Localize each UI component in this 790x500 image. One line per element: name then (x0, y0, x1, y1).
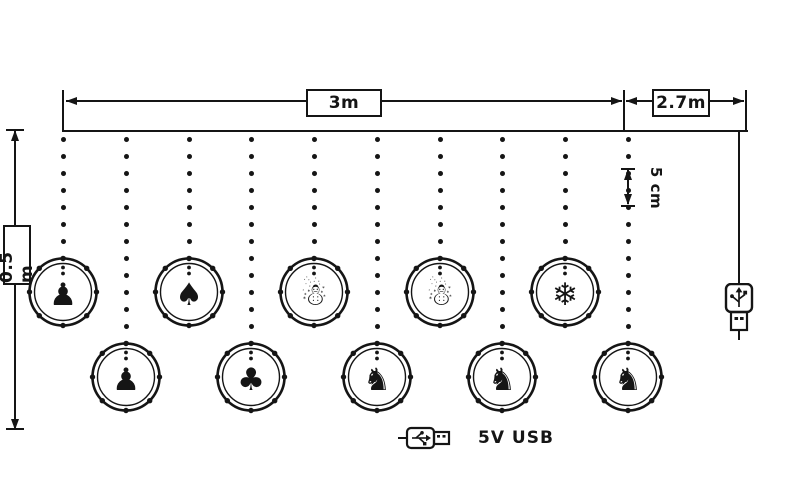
usb-plug (724, 283, 754, 340)
ornament-snowflake: ❄ (527, 254, 603, 330)
ornament-santa: ♟ (25, 254, 101, 330)
led-strand (375, 131, 380, 343)
top-wire (63, 130, 748, 132)
rocking-horse-icon: ♞ (488, 362, 516, 398)
led-strand (500, 131, 505, 343)
ornament-tree: ♣ (213, 339, 289, 415)
led-strand (312, 131, 317, 258)
usb-trident-icon (412, 431, 431, 446)
ornament-tree: ♠ (151, 254, 227, 330)
tree-icon: ♠ (175, 277, 203, 313)
ornament-rocking-horse: ♞ (339, 339, 415, 415)
snowman-icon: ☃ (300, 276, 328, 313)
led-strand (563, 131, 568, 258)
usb-connector-icon (398, 426, 451, 450)
spacing-dimension-label: 5 cm (647, 166, 665, 210)
led-strand (249, 131, 254, 343)
led-strand (626, 131, 631, 343)
led-strand (61, 131, 66, 258)
extension-line-left (62, 90, 64, 132)
tree-icon: ♣ (237, 362, 265, 398)
snowman-icon: ☃ (426, 276, 454, 313)
ornament-rocking-horse: ♞ (590, 339, 666, 415)
ornament-snowman: ☃ (276, 254, 352, 330)
rocking-horse-icon: ♞ (363, 362, 391, 398)
snowflake-icon: ❄ (552, 277, 578, 313)
led-strand (187, 131, 192, 258)
santa-icon: ♟ (112, 362, 140, 398)
power-label: 5V USB (478, 428, 554, 448)
ornament-santa: ♟ (88, 339, 164, 415)
lead-cable (738, 131, 740, 283)
rocking-horse-icon: ♞ (614, 362, 642, 398)
santa-icon: ♟ (49, 277, 77, 313)
extension-line-middle (623, 90, 625, 132)
ornament-snowman: ☃ (402, 254, 478, 330)
led-strand (124, 131, 129, 343)
led-strand (438, 131, 443, 258)
ornament-rocking-horse: ♞ (464, 339, 540, 415)
width-dimension-label: 3m (306, 89, 382, 117)
lead-dimension-label: 2.7m (652, 89, 710, 117)
usb-trident-icon (730, 287, 748, 307)
extension-line-right (745, 90, 747, 132)
